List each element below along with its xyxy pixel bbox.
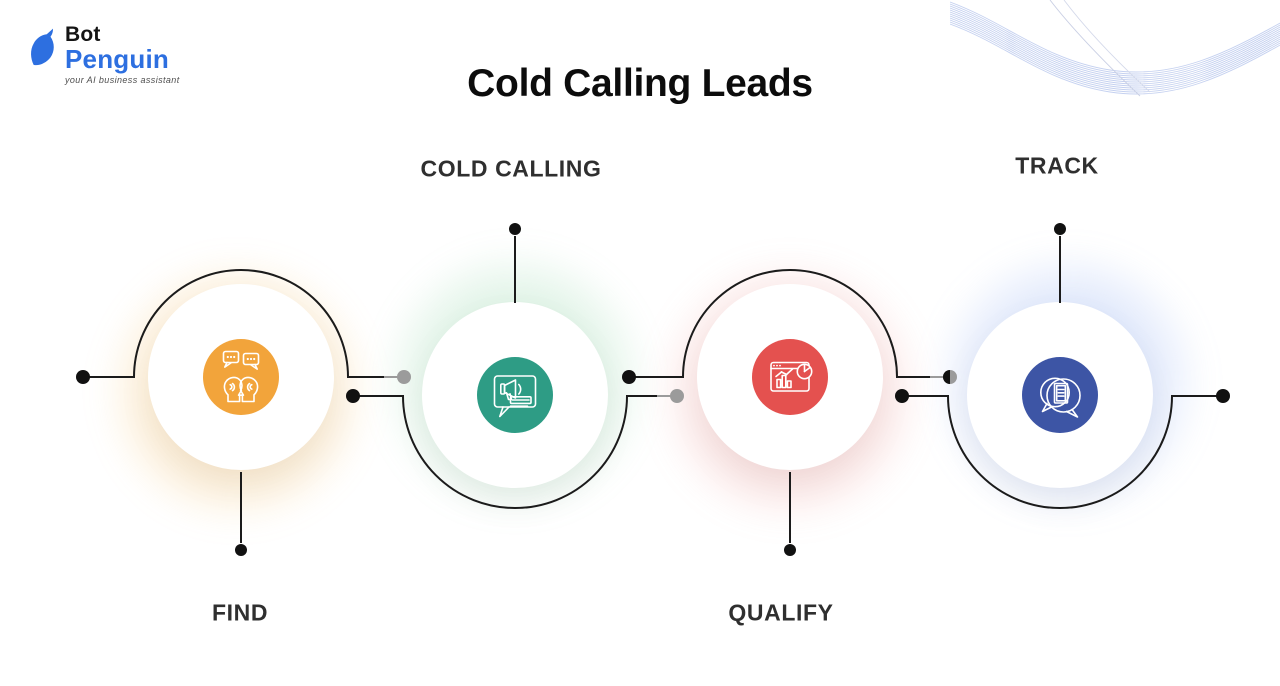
botpenguin-logo: Bot Penguin your AI business assistant [28, 24, 180, 85]
logo-text-bot: Bot [65, 23, 101, 46]
logo-tagline: your AI business assistant [65, 75, 180, 85]
megaphone-chat-icon [477, 357, 553, 433]
step-label-track: TRACK [1015, 152, 1099, 179]
step-label-cold-calling: COLD CALLING [420, 155, 602, 182]
step-label-qualify: QUALIFY [728, 599, 834, 626]
page-title: Cold Calling Leads [467, 62, 813, 106]
penguin-icon [31, 28, 54, 66]
analytics-dashboard-icon [752, 339, 828, 415]
step-label-find: FIND [211, 599, 269, 626]
logo-text-penguin: Penguin [65, 44, 169, 74]
chat-report-icon [1022, 357, 1098, 433]
decorative-waves [950, 0, 1280, 97]
talking-heads-icon [203, 339, 279, 415]
